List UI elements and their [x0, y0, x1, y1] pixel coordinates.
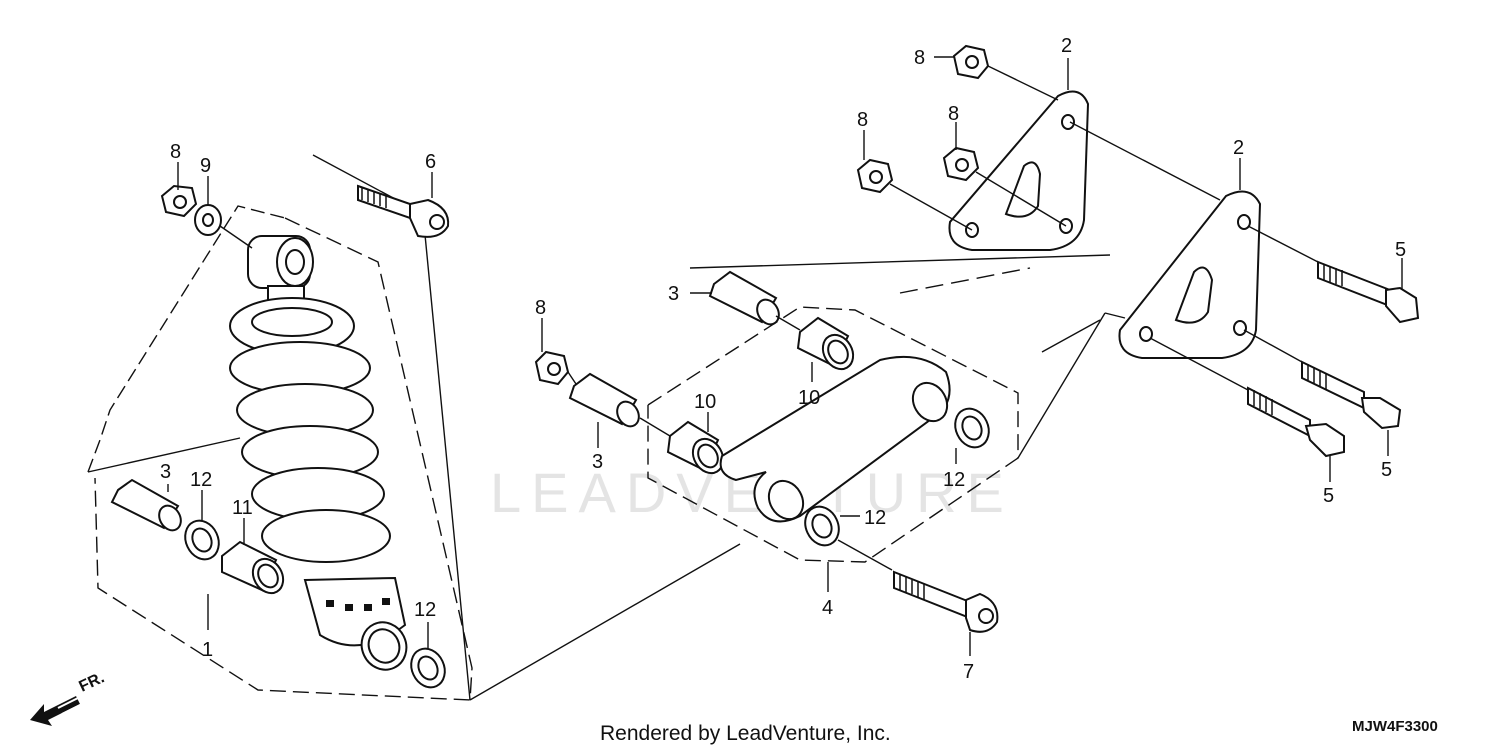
callout-9: 9: [200, 155, 211, 177]
leader-lines: [167, 56, 1403, 656]
callout-7: 7: [963, 661, 974, 683]
rear-shock-absorber: [229, 235, 408, 671]
callout-12: 12: [190, 469, 212, 491]
bolt-5-upper: [1317, 260, 1420, 324]
callout-4: 4: [822, 597, 833, 619]
callout-8: 8: [948, 103, 959, 125]
bearing-10-upper: [796, 316, 855, 371]
callout-8: 8: [535, 297, 546, 319]
collar-3-shock: [110, 478, 182, 532]
callout-12: 12: [414, 599, 436, 621]
seal-12-link-lower: [804, 505, 840, 547]
bolt-7: [893, 570, 999, 633]
callout-5: 5: [1323, 485, 1334, 507]
callouts: 8 9 6 3 12 11 1 12 8 3 10 3 10 4 12 12 7…: [160, 35, 1406, 683]
front-label: FR.: [77, 669, 108, 695]
shock-link: [719, 355, 951, 523]
nut-8-bracket-top: [952, 44, 990, 80]
callout-2: 2: [1233, 137, 1244, 159]
collar-3-upper: [708, 270, 780, 326]
callout-3: 3: [160, 461, 171, 483]
seal-12-link-right: [954, 407, 990, 449]
shock-group-outline: [87, 154, 741, 701]
diagram-code: MJW4F3300: [1352, 718, 1438, 735]
callout-12: 12: [943, 469, 965, 491]
callout-10: 10: [798, 387, 820, 409]
bearing-11: [221, 540, 285, 595]
callout-5: 5: [1395, 239, 1406, 261]
seal-12-shock: [184, 519, 220, 561]
nut-8-bracket-left: [856, 158, 894, 194]
seal-12-shock-lower: [410, 647, 446, 689]
callout-11: 11: [232, 497, 253, 519]
callout-6: 6: [425, 151, 436, 173]
callout-3: 3: [592, 451, 603, 473]
callout-5: 5: [1381, 459, 1392, 481]
callout-8: 8: [170, 141, 181, 163]
link-group-outline: [647, 254, 1126, 563]
washer-9: [194, 204, 222, 236]
callout-2: 2: [1061, 35, 1072, 57]
bolt-5-middle: [1301, 360, 1402, 430]
bolt-5-lower: [1247, 386, 1345, 458]
bracket-2-lower: [1118, 190, 1262, 359]
collar-3-link: [568, 372, 640, 428]
bolt-6: [357, 184, 450, 238]
callout-12: 12: [864, 507, 886, 529]
callout-3: 3: [668, 283, 679, 305]
nut-8-bracket-mid: [942, 146, 980, 182]
nut-8-shock-top: [160, 184, 198, 218]
bearing-10-left: [666, 420, 725, 475]
callout-10: 10: [694, 391, 716, 413]
callout-8: 8: [857, 109, 868, 131]
callout-1: 1: [202, 639, 213, 661]
callout-8: 8: [914, 47, 925, 69]
footer-credit: Rendered by LeadVenture, Inc.: [600, 722, 891, 745]
front-direction-indicator: FR.: [30, 669, 107, 726]
spring-coils: [229, 297, 391, 563]
nut-8-link: [534, 350, 570, 386]
